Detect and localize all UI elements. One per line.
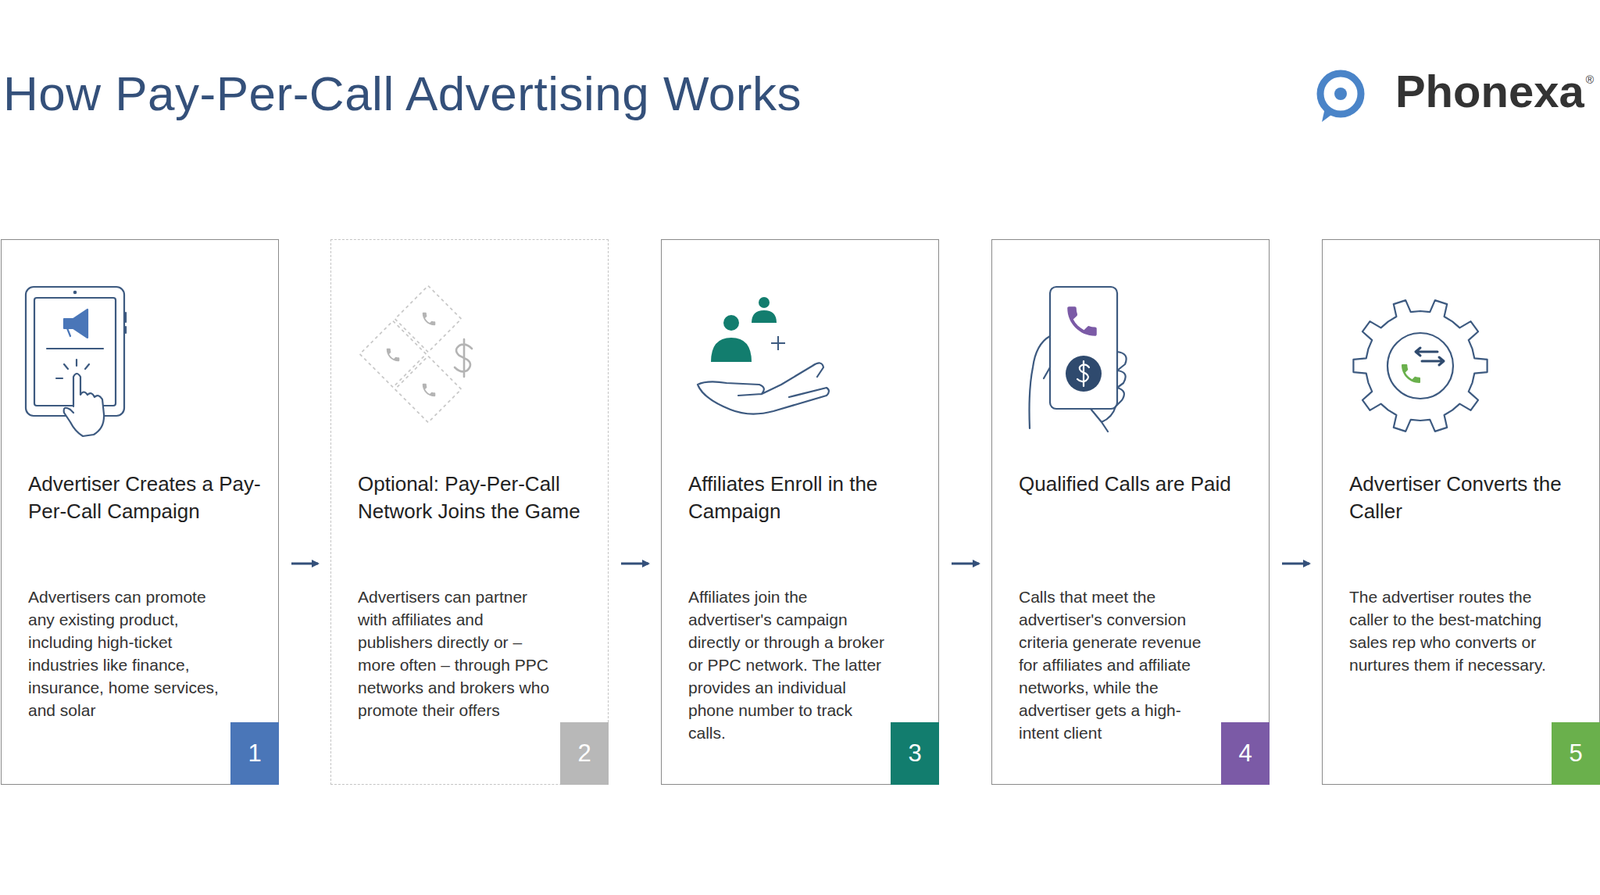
illustration-part [46, 347, 104, 350]
logo-wordmark: Phonexa® [1395, 68, 1594, 115]
illustration-part [64, 373, 104, 436]
illustration-part [422, 383, 436, 397]
diagram-title: How Pay-Per-Call Advertising Works [3, 65, 802, 122]
logo-mark [1320, 73, 1361, 122]
illustration-part [1077, 360, 1090, 386]
illustration-part [64, 309, 88, 338]
illustration-part [1067, 306, 1097, 336]
illustration-part [1050, 286, 1118, 409]
illustration-part [64, 364, 68, 369]
step-number-badge: 4 [1221, 721, 1270, 785]
step-card: Advertiser Converts the CallerThe advert… [1321, 239, 1600, 785]
affiliates-icon [697, 296, 829, 415]
illustration-part [1065, 355, 1102, 392]
illustration-part [386, 348, 400, 362]
gear-outline [1353, 300, 1487, 432]
step-card: Optional: Pay-Per-Call Network Joins the… [330, 239, 609, 785]
step-number-badge: 5 [1551, 721, 1600, 785]
step-card: Advertiser Creates a Pay-Per-Call Campai… [0, 239, 279, 785]
step-heading: Affiliates Enroll in the Campaign [688, 470, 923, 525]
step-heading: Qualified Calls are Paid [1018, 470, 1254, 498]
step-description: The advertiser routes the caller to the … [1349, 585, 1551, 676]
step-number: 4 [1238, 739, 1252, 768]
illustration-part [771, 335, 786, 350]
illustration-part [697, 362, 829, 414]
registered-mark: ® [1585, 73, 1594, 86]
illustration-part [85, 364, 90, 369]
illustration-part [710, 337, 752, 362]
illustration-part [395, 356, 462, 423]
network-icon [360, 285, 462, 423]
step-description: Advertisers can promote any existing pro… [28, 585, 230, 722]
tablet-icon [25, 286, 126, 436]
step-description: Advertisers can partner with affiliates … [357, 585, 560, 722]
illustration-part [74, 291, 76, 293]
flow-arrow [1282, 562, 1310, 565]
step-number-badge: 3 [890, 721, 940, 785]
step-card: Affiliates Enroll in the CampaignAffilia… [660, 239, 940, 785]
illustration-part [56, 377, 63, 379]
illustration-part [1321, 107, 1335, 122]
flow-arrow [951, 562, 979, 565]
illustration-part [1029, 335, 1127, 432]
illustration-part [125, 326, 127, 333]
illustration-part [1334, 87, 1347, 100]
gear-icon [1353, 300, 1487, 432]
flow-arrow [621, 562, 649, 565]
step-number-badge: 1 [230, 721, 279, 785]
flow-arrow [291, 562, 318, 565]
illustration-part [758, 296, 770, 308]
illustration-part [395, 285, 462, 353]
step-description: Calls that meet the advertiser's convers… [1018, 585, 1221, 744]
illustration-part [723, 314, 740, 331]
illustration-part [1415, 347, 1444, 365]
step-card: Qualified Calls are PaidCalls that meet … [991, 239, 1270, 785]
dollar-symbol [454, 339, 472, 377]
step-heading: Advertiser Converts the Caller [1349, 470, 1584, 525]
network-phones [386, 312, 436, 397]
illustration-part [1387, 332, 1454, 399]
illustration-part [125, 312, 127, 322]
illustration-part [360, 321, 427, 388]
illustration-part [1401, 364, 1421, 383]
illustration-part [422, 312, 436, 326]
illustration-part [751, 310, 777, 323]
step-number: 5 [1568, 739, 1583, 768]
illustration-part [75, 359, 78, 366]
brand-name: Phonexa [1395, 68, 1585, 115]
step-number: 2 [577, 739, 591, 768]
illustration-part [1320, 73, 1361, 115]
step-number-badge: 2 [560, 721, 609, 785]
step-number: 1 [247, 739, 261, 768]
step-description: Affiliates join the advertiser's campaig… [688, 585, 890, 744]
step-number: 3 [907, 739, 922, 768]
illustration-part [67, 328, 71, 336]
step-heading: Optional: Pay-Per-Call Network Joins the… [357, 470, 593, 525]
phone-icon [1029, 286, 1127, 432]
step-heading: Advertiser Creates a Pay-Per-Call Campai… [28, 470, 263, 525]
